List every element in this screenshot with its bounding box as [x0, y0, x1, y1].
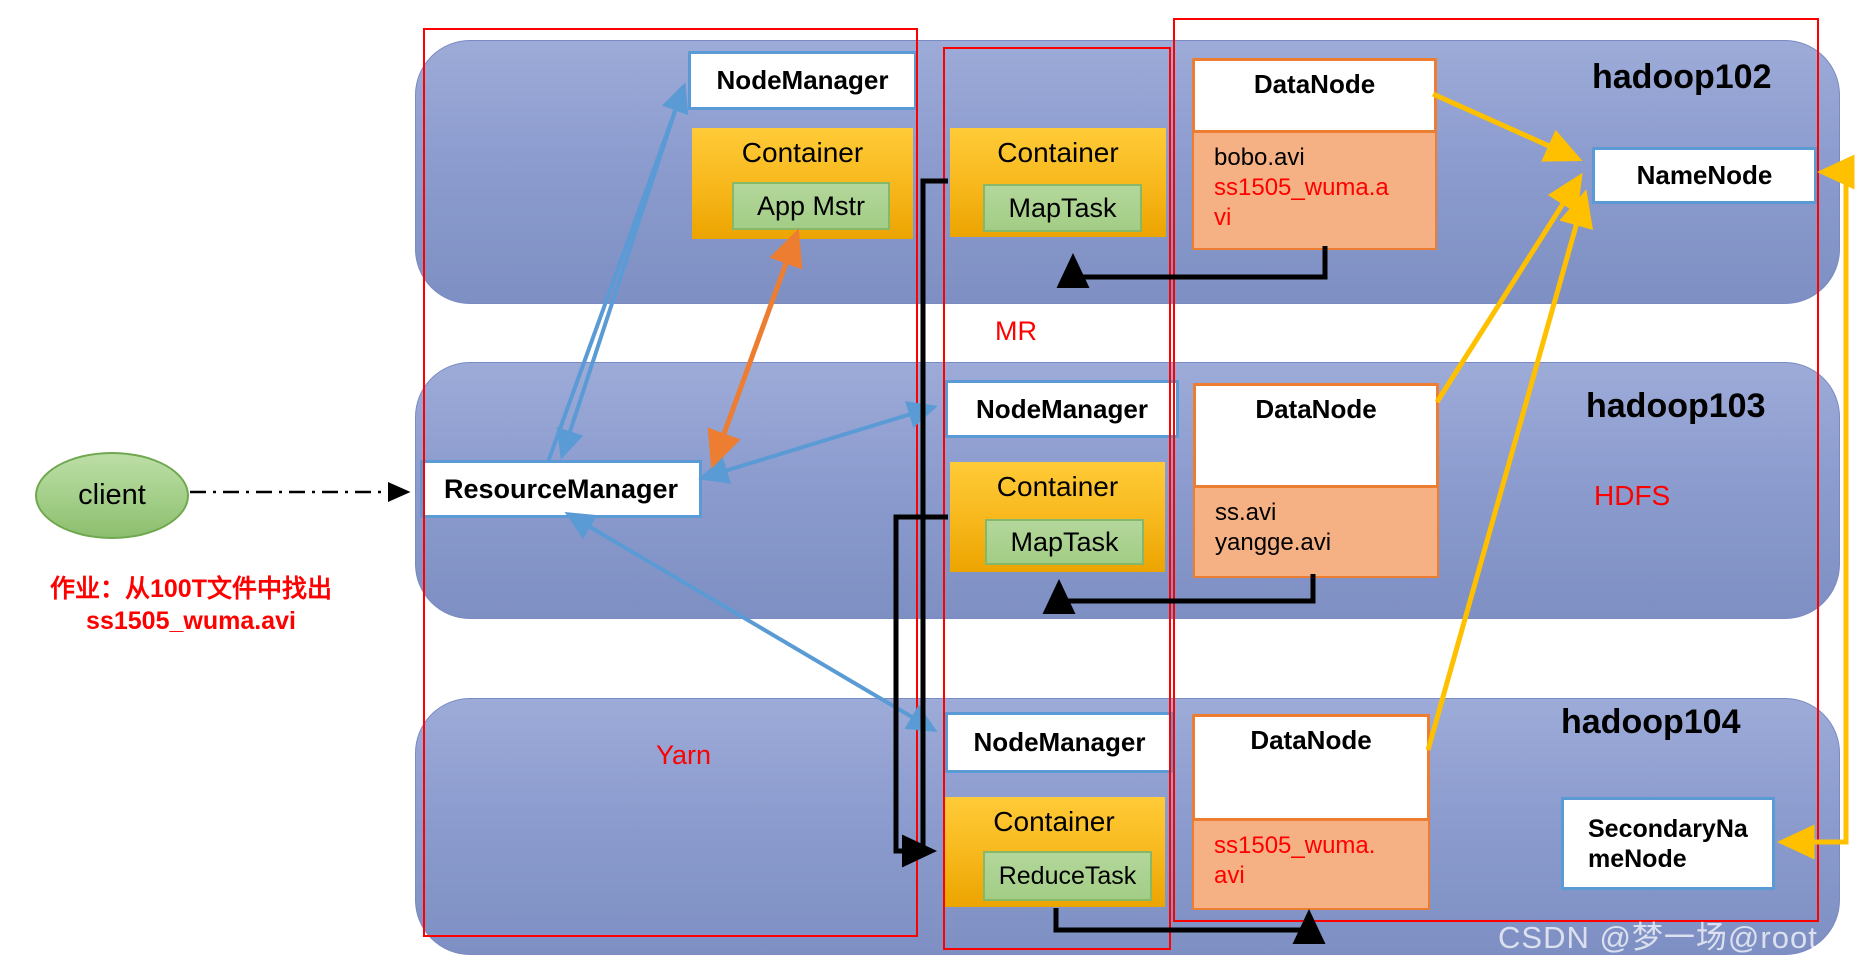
reduce-task-box: ReduceTask — [983, 851, 1152, 901]
node-manager-104-box: NodeManager — [945, 712, 1174, 773]
container-appmstr-title: Container — [741, 137, 864, 168]
app-mstr-label: App Mstr — [756, 190, 866, 221]
file-ss1505-wuma-avi: ss1505_wuma.avi — [1214, 174, 1389, 231]
node-manager-103-label: NodeManager — [976, 393, 1148, 424]
data-node-103-box: DataNode ss.avi yangge.avi — [1193, 383, 1439, 578]
file-bobo-avi: bobo.avi — [1214, 144, 1305, 171]
name-node-box: NameNode — [1592, 147, 1817, 204]
resource-manager-label: ResourceManager — [443, 473, 679, 504]
container-reducetask-title: Container — [993, 806, 1115, 837]
job-note-line1: 作业：从100T文件中找出 — [50, 575, 332, 603]
watermark: CSDN @梦一场@root — [1498, 920, 1818, 955]
map-task-102-label: MapTask — [1008, 192, 1117, 223]
file-yangge-avi: yangge.avi — [1215, 529, 1332, 556]
map-task-102-box: MapTask — [983, 184, 1142, 232]
data-node-104-title: DataNode — [1250, 725, 1372, 755]
map-task-103-label: MapTask — [1010, 526, 1119, 557]
client-label: client — [78, 479, 146, 511]
data-node-104-box: DataNode ss1505_wuma.avi — [1192, 714, 1430, 910]
node-manager-102-box: NodeManager — [688, 51, 917, 110]
node-manager-104-label: NodeManager — [973, 727, 1146, 757]
file-ss-avi: ss.avi — [1215, 499, 1277, 526]
client-node: client — [35, 452, 189, 539]
hdfs-region-label: HDFS — [1594, 480, 1671, 511]
reduce-task-label: ReduceTask — [998, 861, 1137, 890]
container-maptask102-title: Container — [997, 137, 1119, 168]
data-node-102-box: DataNode bobo.avi ss1505_wuma.avi — [1192, 58, 1437, 250]
resource-manager-box: ResourceManager — [420, 460, 702, 518]
node-manager-103-box: NodeManager — [945, 380, 1179, 438]
container-maptask103-title: Container — [996, 471, 1119, 502]
job-note-line2: ss1505_wuma.avi — [86, 607, 296, 635]
name-node-label: NameNode — [1636, 160, 1773, 190]
data-node-104-files: ss1505_wuma.avi — [1194, 818, 1428, 908]
data-node-103-title: DataNode — [1255, 394, 1377, 424]
map-task-103-box: MapTask — [985, 519, 1144, 565]
data-node-102-files: bobo.avi ss1505_wuma.avi — [1194, 130, 1435, 248]
secondary-name-node-label: SecondaryNameNode — [1588, 814, 1748, 873]
job-note: 作业：从100T文件中找出 ss1505_wuma.avi — [18, 573, 364, 637]
node-manager-102-label: NodeManager — [716, 65, 889, 95]
secondary-name-node-box: SecondaryNameNode — [1561, 797, 1775, 890]
mr-region-label: MR — [995, 316, 1037, 346]
data-node-102-title: DataNode — [1253, 69, 1376, 99]
data-node-103-files: ss.avi yangge.avi — [1195, 485, 1437, 576]
yarn-region-label: Yarn — [656, 740, 712, 770]
app-mstr-box: App Mstr — [732, 182, 890, 230]
hadoop103-title: hadoop103 — [1586, 387, 1766, 425]
hadoop104-title: hadoop104 — [1561, 703, 1741, 741]
hadoop102-title: hadoop102 — [1592, 58, 1772, 96]
file-ss1505-wuma-avi-2: ss1505_wuma.avi — [1214, 832, 1376, 889]
